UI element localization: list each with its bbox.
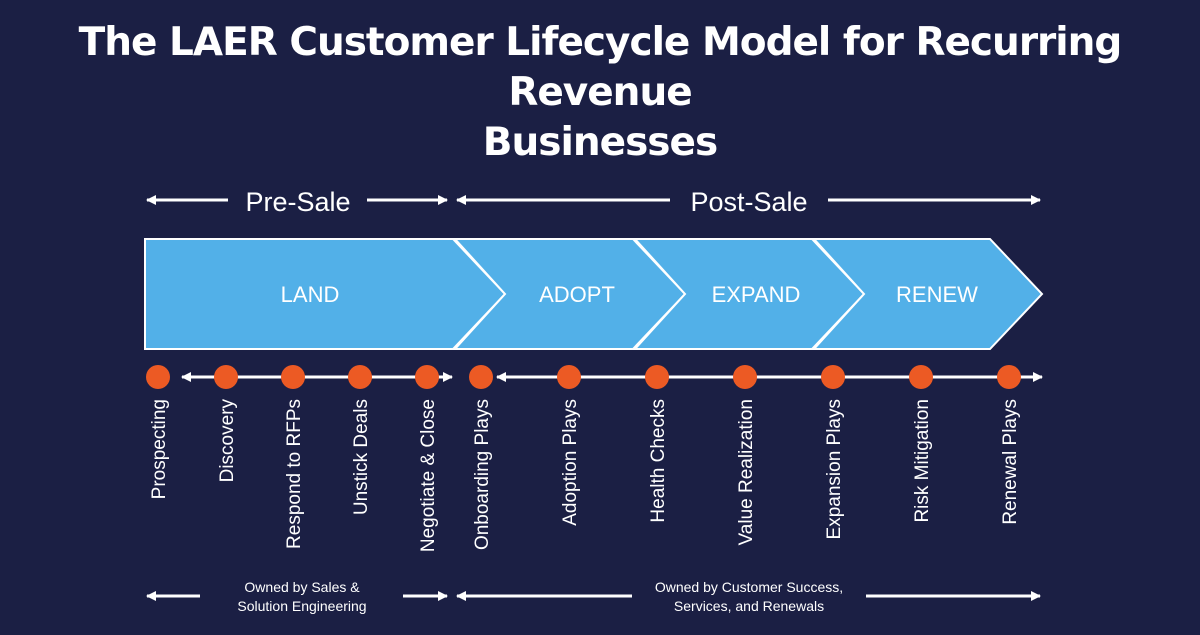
dot-risk-mitigation: [909, 365, 933, 389]
title-line-1: The LAER Customer Lifecycle Model for Re…: [78, 20, 1123, 115]
activity-label-adoption-plays: Adoption Plays: [560, 399, 581, 526]
activity-label-renewal-plays: Renewal Plays: [1000, 399, 1021, 525]
stage-chevrons: LAND ADOPT EXPAND RENEW: [144, 238, 1044, 350]
dot-prospecting: [146, 365, 170, 389]
dot-expansion-plays: [821, 365, 845, 389]
stage-expand: [632, 238, 866, 350]
activity-labels: Prospecting Discovery Respond to RFPs Un…: [149, 399, 1021, 553]
activity-label-respond-to-rfps: Respond to RFPs: [284, 399, 305, 549]
activity-label-risk-mitigation: Risk Mitigation: [912, 399, 933, 523]
activity-label-onboarding-plays: Onboarding Plays: [472, 399, 493, 550]
stage-adopt: [452, 238, 687, 350]
ownership-cs-line-1: Owned by Customer Success,: [655, 579, 843, 595]
ownership-sales-line-2: Solution Engineering: [237, 598, 366, 614]
pre-sale-phase: Pre-Sale: [146, 187, 448, 217]
stage-renew: [811, 238, 1044, 350]
activity-label-value-realization: Value Realization: [736, 399, 757, 545]
ownership-sales-line-1: Owned by Sales &: [244, 579, 360, 595]
dot-value-realization: [733, 365, 757, 389]
page-title: The LAER Customer Lifecycle Model for Re…: [0, 18, 1200, 168]
title-line-2: Businesses: [482, 120, 718, 165]
ownership-cs-line-2: Services, and Renewals: [674, 598, 824, 614]
dot-unstick-deals: [348, 365, 372, 389]
activity-label-unstick-deals: Unstick Deals: [351, 399, 372, 515]
ownership-sales: Owned by Sales & Solution Engineering: [146, 579, 448, 614]
stage-land-label: LAND: [281, 282, 340, 307]
dot-discovery: [214, 365, 238, 389]
post-sale-label: Post-Sale: [690, 187, 807, 217]
activity-label-discovery: Discovery: [217, 399, 238, 483]
post-sale-phase: Post-Sale: [456, 187, 1041, 217]
dot-health-checks: [645, 365, 669, 389]
ownership-customer-success: Owned by Customer Success, Services, and…: [456, 579, 1041, 614]
pre-sale-label: Pre-Sale: [245, 187, 350, 217]
stage-renew-label: RENEW: [896, 282, 978, 307]
stage-expand-label: EXPAND: [712, 282, 801, 307]
activity-label-prospecting: Prospecting: [149, 399, 170, 499]
activity-label-expansion-plays: Expansion Plays: [824, 399, 845, 539]
activity-timeline: [146, 365, 1043, 389]
dot-renewal-plays: [997, 365, 1021, 389]
dot-respond-to-rfps: [281, 365, 305, 389]
activity-label-negotiate-close: Negotiate & Close: [418, 399, 439, 552]
dot-onboarding-plays: [469, 365, 493, 389]
activity-label-health-checks: Health Checks: [648, 399, 669, 523]
stage-adopt-label: ADOPT: [539, 282, 615, 307]
dot-negotiate-close: [415, 365, 439, 389]
dot-adoption-plays: [557, 365, 581, 389]
